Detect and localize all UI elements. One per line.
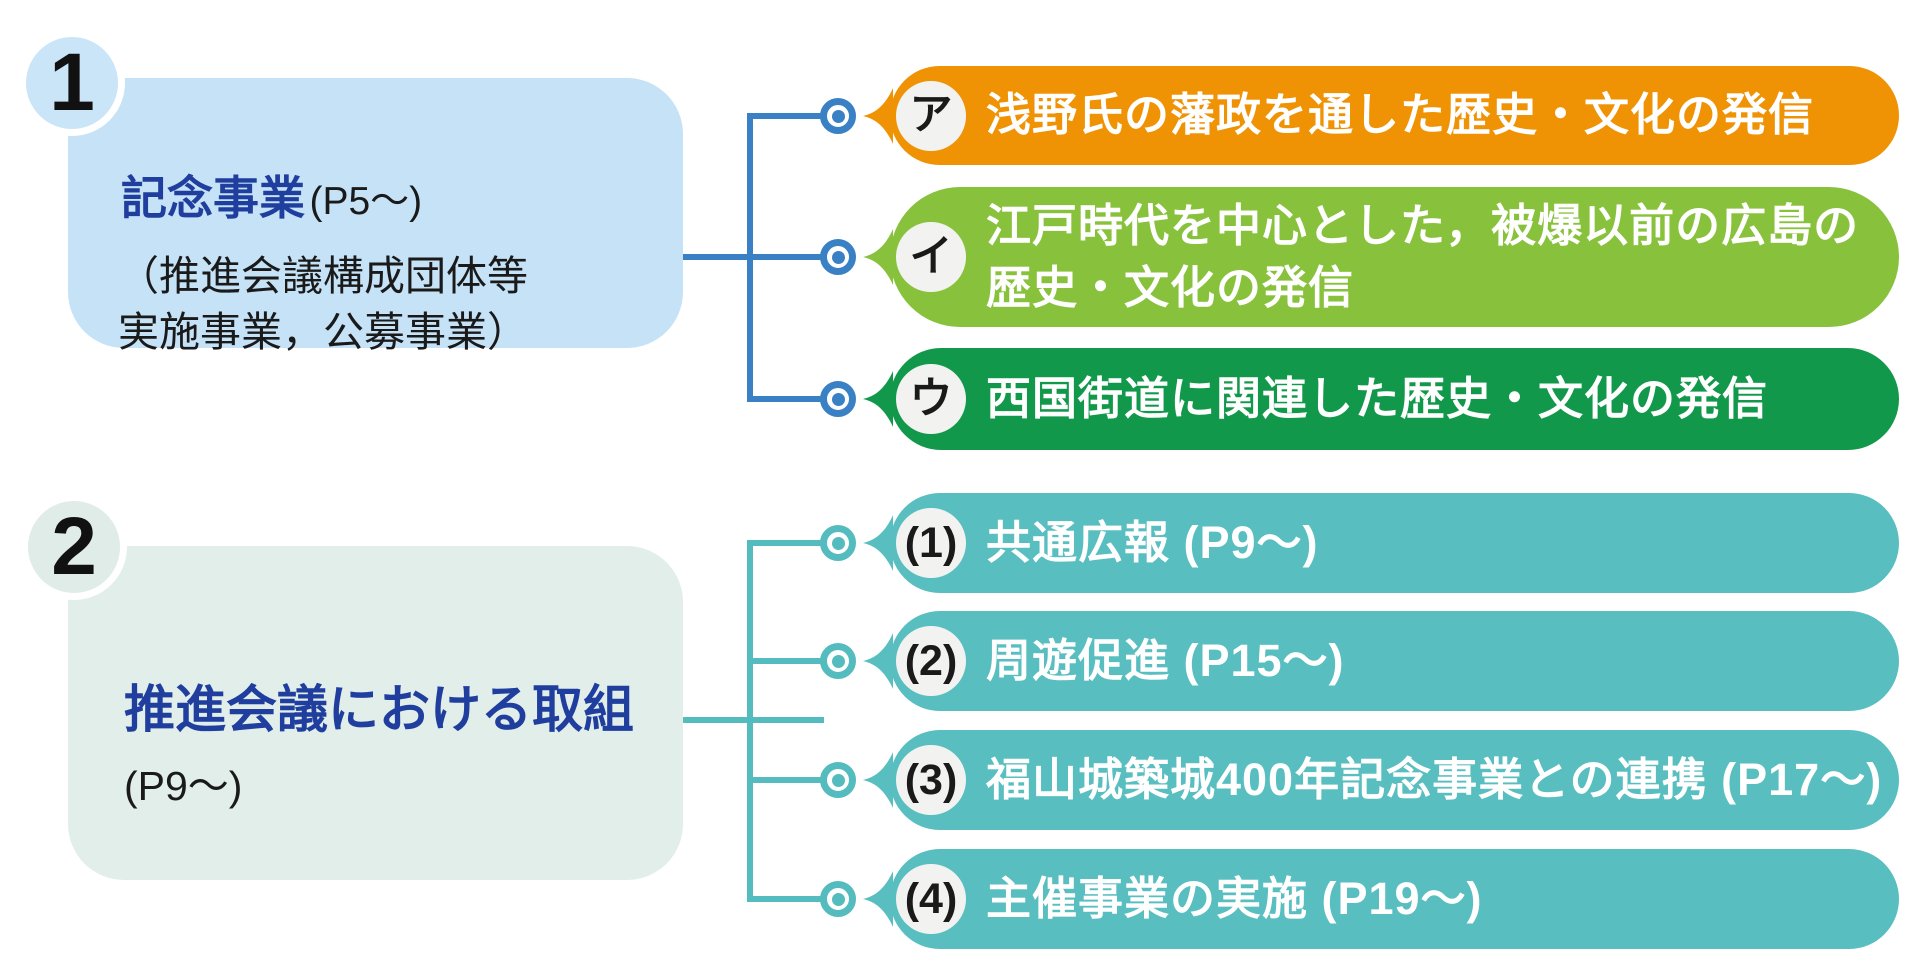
item-label: (1) [904,518,958,567]
connector-node-icon [820,643,856,679]
pill-notch-icon [863,752,893,808]
item-label: (4) [904,874,958,923]
section-1-number: 1 [49,37,95,128]
item-pill-2: (2) 周遊促進 (P15～) [863,611,1899,711]
connector-line [750,658,824,664]
connector-line [750,777,824,783]
item-label: ア [909,91,953,139]
section-1-subtitle-line1: （推進会議構成団体等 [118,253,528,299]
item-pill-u: ウ 西国街道に関連した歴史・文化の発信 [863,348,1899,450]
pill-notch-icon [863,229,893,285]
item-label-badge: (1) [896,508,966,578]
item-label-badge: ア [896,80,966,151]
item-label: イ [909,232,953,281]
connector-node-icon [820,525,856,561]
section-1-title: 記念事業 [121,172,305,224]
connector-line [750,396,824,402]
item-label-badge: ウ [896,364,966,434]
section-1-box [68,78,683,348]
item-label-badge: イ [896,222,966,292]
connector-line [683,254,824,260]
pill-notch-icon [863,87,893,144]
section-2-title-row: 推進会議における取組 [124,668,634,742]
item-text: 江戸時代を中心とした，被爆以前の広島の 歴史・文化の発信 [986,199,1860,313]
connector-line [747,113,753,402]
connector-node-icon [820,239,856,275]
item-label: ウ [909,374,953,423]
item-pill-1: (1) 共通広報 (P9～) [863,493,1899,593]
section-1-number-badge: 1 [19,30,125,136]
item-label: (2) [904,636,958,685]
section-2-page-ref: (P9～) [124,763,243,809]
section-2-title: 推進会議における取組 [124,681,635,738]
item-pill-a: ア 浅野氏の藩政を通した歴史・文化の発信 [863,66,1899,165]
item-text: 浅野氏の藩政を通した歴史・文化の発信 [986,89,1815,141]
section-1-page-ref: (P5～) [309,180,423,223]
connector-node-icon [820,762,856,798]
pill-notch-icon [863,371,893,427]
connector-node-icon [820,98,856,134]
item-label-badge: (2) [896,626,966,696]
item-text: 西国街道に関連した歴史・文化の発信 [986,372,1769,424]
item-pill-4: (4) 主催事業の実施 (P19～) [863,849,1899,949]
item-pill-3: (3) 福山城築城400年記念事業との連携 (P17～) [863,730,1899,830]
item-pill-i: イ 江戸時代を中心とした，被爆以前の広島の 歴史・文化の発信 [863,187,1899,327]
item-text: 共通広報 (P9～) [986,516,1319,568]
item-label-badge: (4) [896,864,966,934]
item-text: 主催事業の実施 (P19～) [986,872,1483,924]
item-text: 周遊促進 (P15～) [986,634,1345,686]
connector-line [750,113,824,119]
section-1-subtitle-line2: 実施事業，公募事業） [118,309,528,355]
item-label: (3) [904,755,958,804]
connector-node-icon [820,381,856,417]
pill-notch-icon [863,515,893,571]
pill-notch-icon [863,871,893,927]
item-text: 福山城築城400年記念事業との連携 (P17～) [986,753,1883,805]
pill-notch-icon [863,633,893,689]
connector-node-icon [820,881,856,917]
section-2-box [68,546,683,880]
item-label-badge: (3) [896,745,966,815]
connector-line [747,540,753,902]
connector-line [750,540,824,546]
section-2-number: 2 [51,501,97,592]
section-2-number-badge: 2 [21,494,127,600]
section-1-title-row: 記念事業 (P5～) [121,162,422,228]
connector-line [750,896,824,902]
connector-line [683,717,824,723]
